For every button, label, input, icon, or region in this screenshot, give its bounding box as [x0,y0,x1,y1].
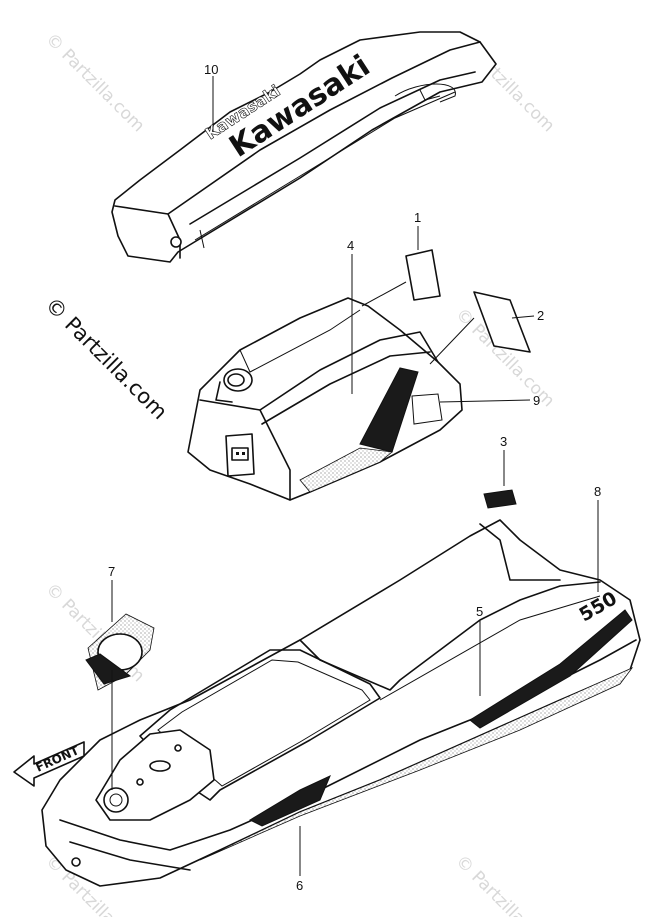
callout-4: 4 [347,238,354,253]
callout-8: 8 [594,484,601,499]
callout-7: 7 [108,564,115,579]
hull [41,519,641,887]
callout-6: 6 [296,878,303,893]
callout-3: 3 [500,434,507,449]
side-watermark: © Partzilla.com [40,293,172,425]
decal-part-1 [405,249,441,301]
decal-part-2 [473,291,531,353]
callout-numbers: 10 1 4 2 9 3 8 7 5 6 [108,62,601,893]
watermark: © Partzilla.com [451,851,558,917]
seat-cover [111,31,497,263]
decal-part-7 [85,613,155,691]
callout-2: 2 [537,308,544,323]
engine-hood: FRONT [187,297,463,501]
leader-lines [111,76,599,876]
callout-10: 10 [204,62,218,77]
callout-5: 5 [476,604,483,619]
watermark: © Partzilla.com [41,29,148,136]
callout-9: 9 [533,393,540,408]
callout-1: 1 [414,210,421,225]
decal-part-3 [483,489,517,509]
